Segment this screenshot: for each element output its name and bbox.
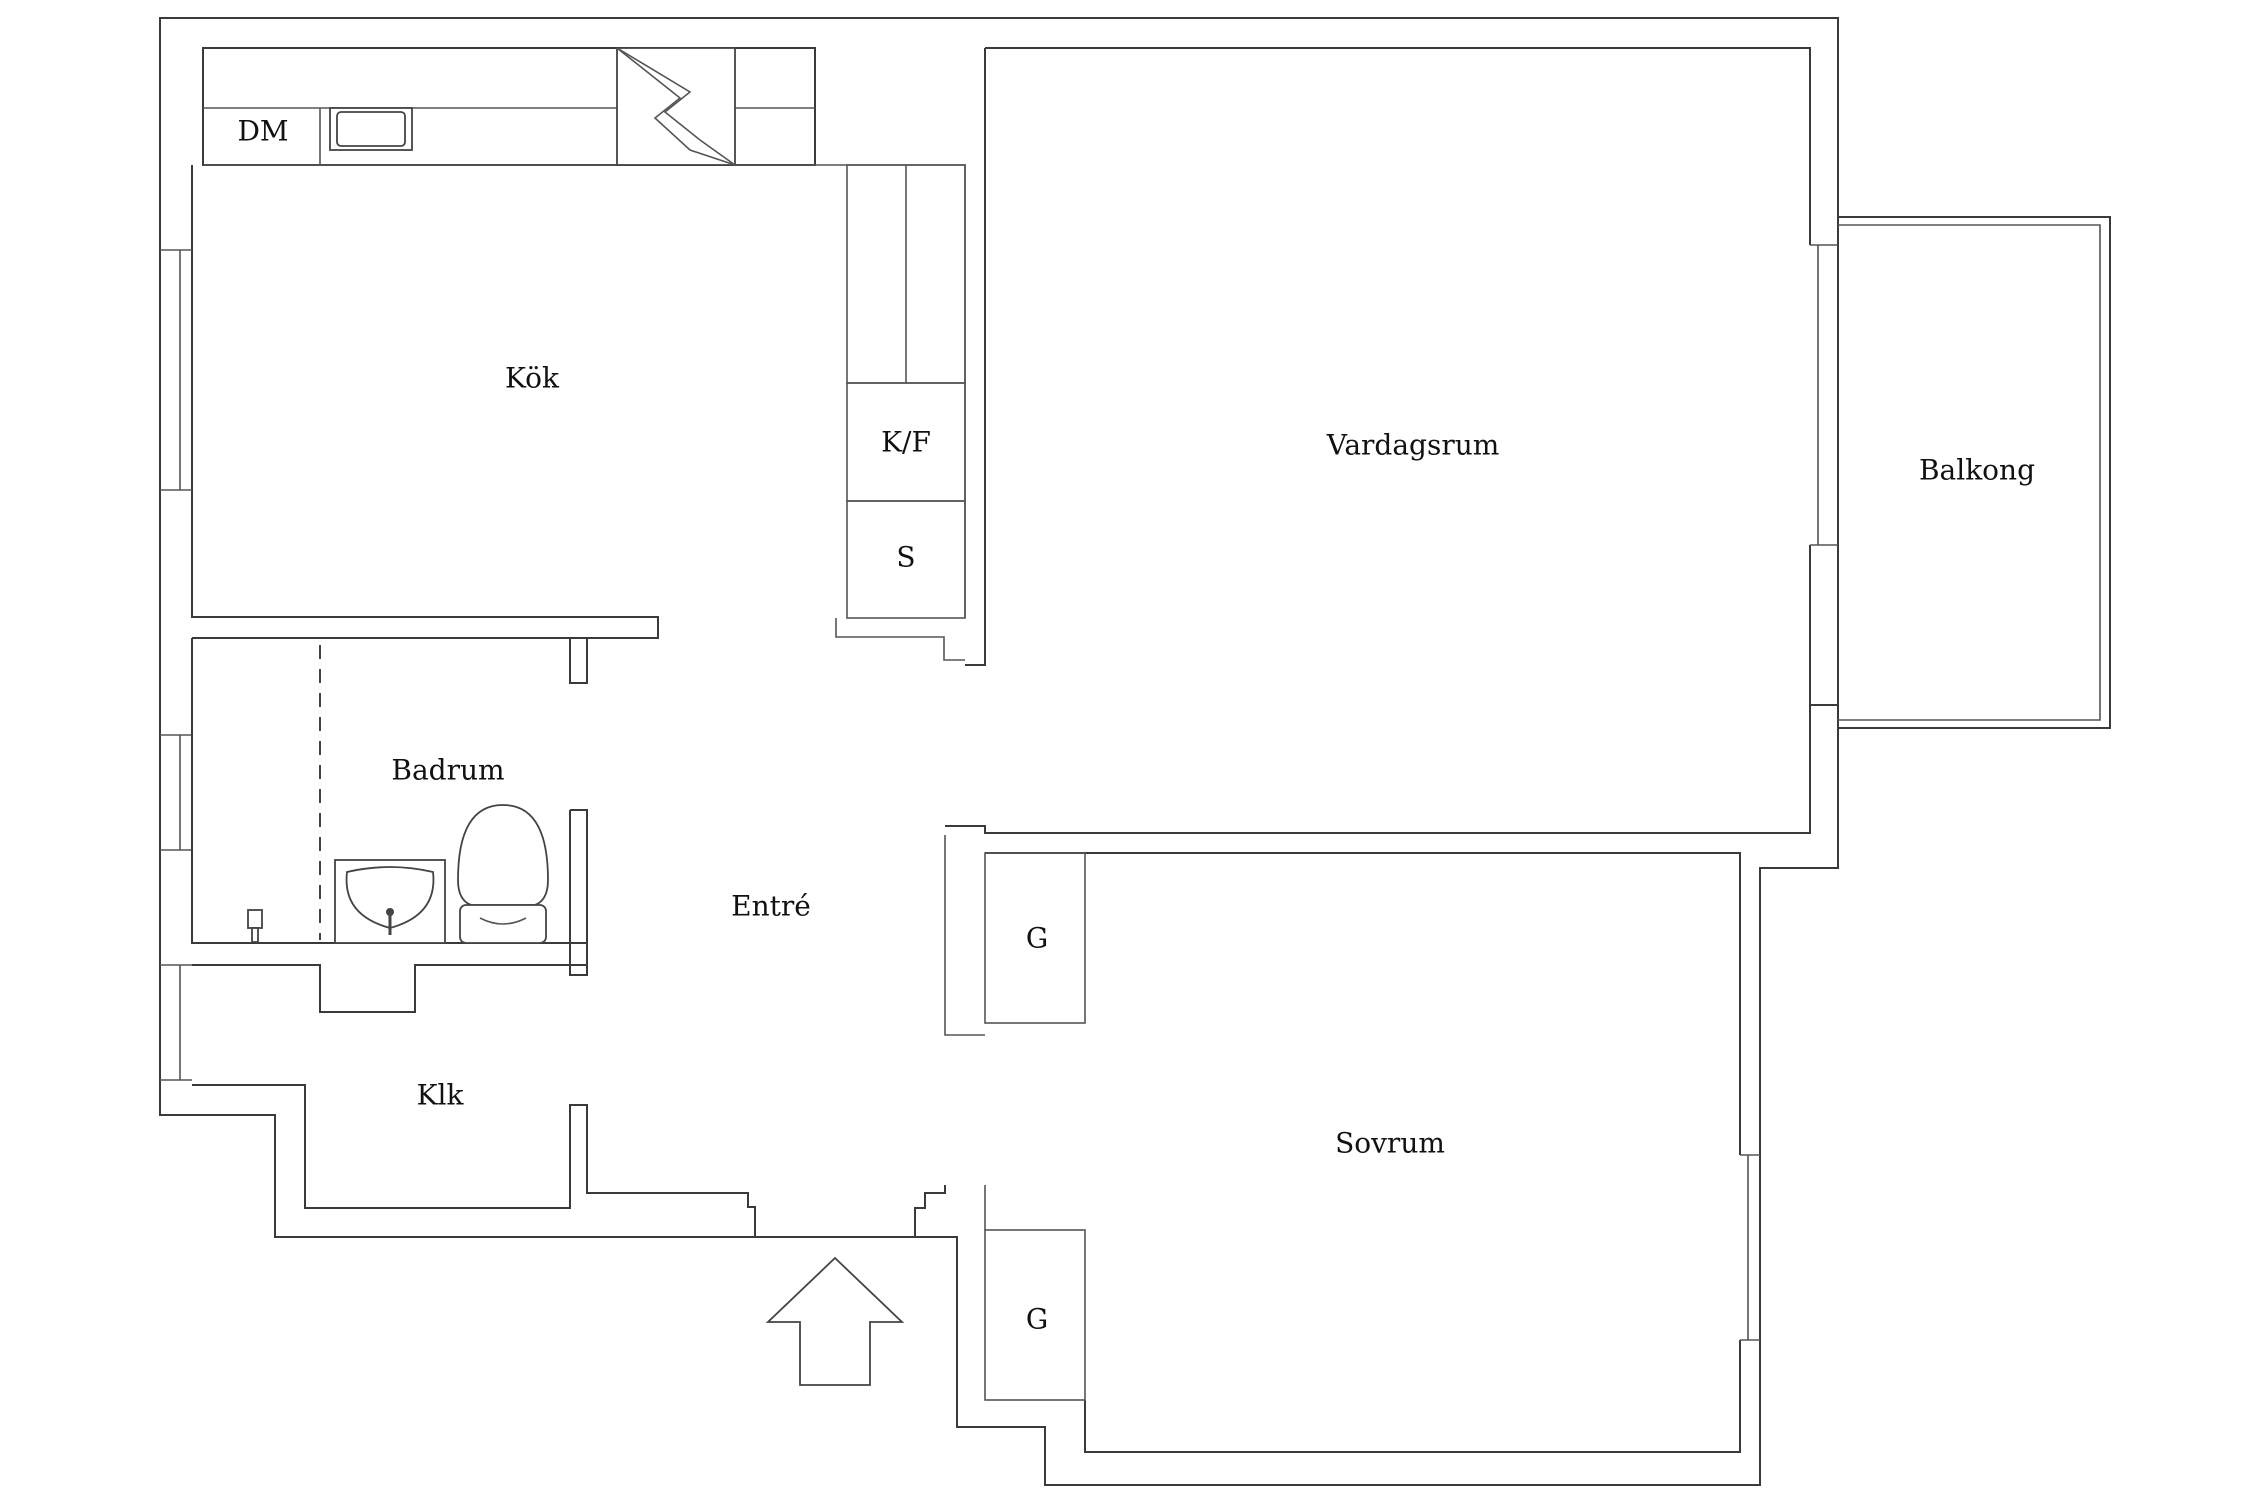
balcony xyxy=(1838,216,2111,729)
living-room-label: Vardagsrum xyxy=(1326,429,1500,462)
kitchen-cabinets xyxy=(835,164,966,661)
bathroom-top-wall xyxy=(192,617,659,639)
closet-bottom-wall xyxy=(192,1084,756,1237)
outer-wall-outer-line xyxy=(159,17,1839,1486)
left-windows xyxy=(160,249,192,1081)
entrance-walls xyxy=(914,835,985,1237)
cabinet-label: S xyxy=(896,541,915,574)
kitchen-window xyxy=(160,249,192,491)
bathroom-door-jamb-bottom xyxy=(569,809,588,976)
closet-label: Klk xyxy=(417,1079,465,1112)
washbasin-icon xyxy=(334,859,446,944)
entrance-right-jamb xyxy=(914,1185,946,1237)
bathroom-door-jamb-top xyxy=(569,638,588,684)
kitchen-label: Kök xyxy=(505,362,560,395)
entrance-arrow-icon xyxy=(765,1256,905,1386)
closet-window xyxy=(160,964,192,1081)
chimney-icon xyxy=(616,47,736,166)
bedroom-outline xyxy=(985,852,1741,1453)
kitchen-sink-icon xyxy=(329,107,413,151)
shower-valve-icon xyxy=(247,909,263,943)
bedroom-label: Sovrum xyxy=(1335,1127,1445,1160)
living-room-window xyxy=(1810,244,1838,546)
balcony-label: Balkong xyxy=(1919,454,2035,487)
bedroom-walls xyxy=(984,852,1760,1453)
living-bedroom-wall xyxy=(945,705,1811,834)
kitchen-inner-outline xyxy=(191,165,659,635)
closet-top-wall xyxy=(192,964,587,1013)
bathroom-walls xyxy=(191,617,659,976)
living-room-walls xyxy=(945,47,1838,834)
closet-walls xyxy=(192,964,756,1237)
toilet-icon xyxy=(457,804,549,944)
wardrobe-top-box xyxy=(984,852,1086,1024)
balcony-outer xyxy=(1838,216,2111,729)
bedroom-window xyxy=(1740,1154,1760,1341)
cabinet-box xyxy=(846,500,966,619)
bathroom-label: Badrum xyxy=(391,754,504,787)
outer-walls xyxy=(159,17,1839,1486)
hall-wardrobe-back xyxy=(944,835,985,1036)
kitchen-wall-right xyxy=(203,164,966,618)
wardrobe-bottom-label: G xyxy=(1026,1303,1048,1336)
dishwasher-label: DM xyxy=(237,115,288,148)
fridge-freezer-label: K/F xyxy=(881,426,931,459)
wardrobe-top-label: G xyxy=(1026,922,1048,955)
balcony-inner xyxy=(1838,224,2101,721)
kitchen-opening-right xyxy=(835,618,965,661)
bathroom-window xyxy=(160,734,192,851)
living-room-outline xyxy=(965,47,1838,706)
wardrobe-bottom-box xyxy=(984,1229,1086,1401)
hall-label: Entré xyxy=(731,890,811,923)
